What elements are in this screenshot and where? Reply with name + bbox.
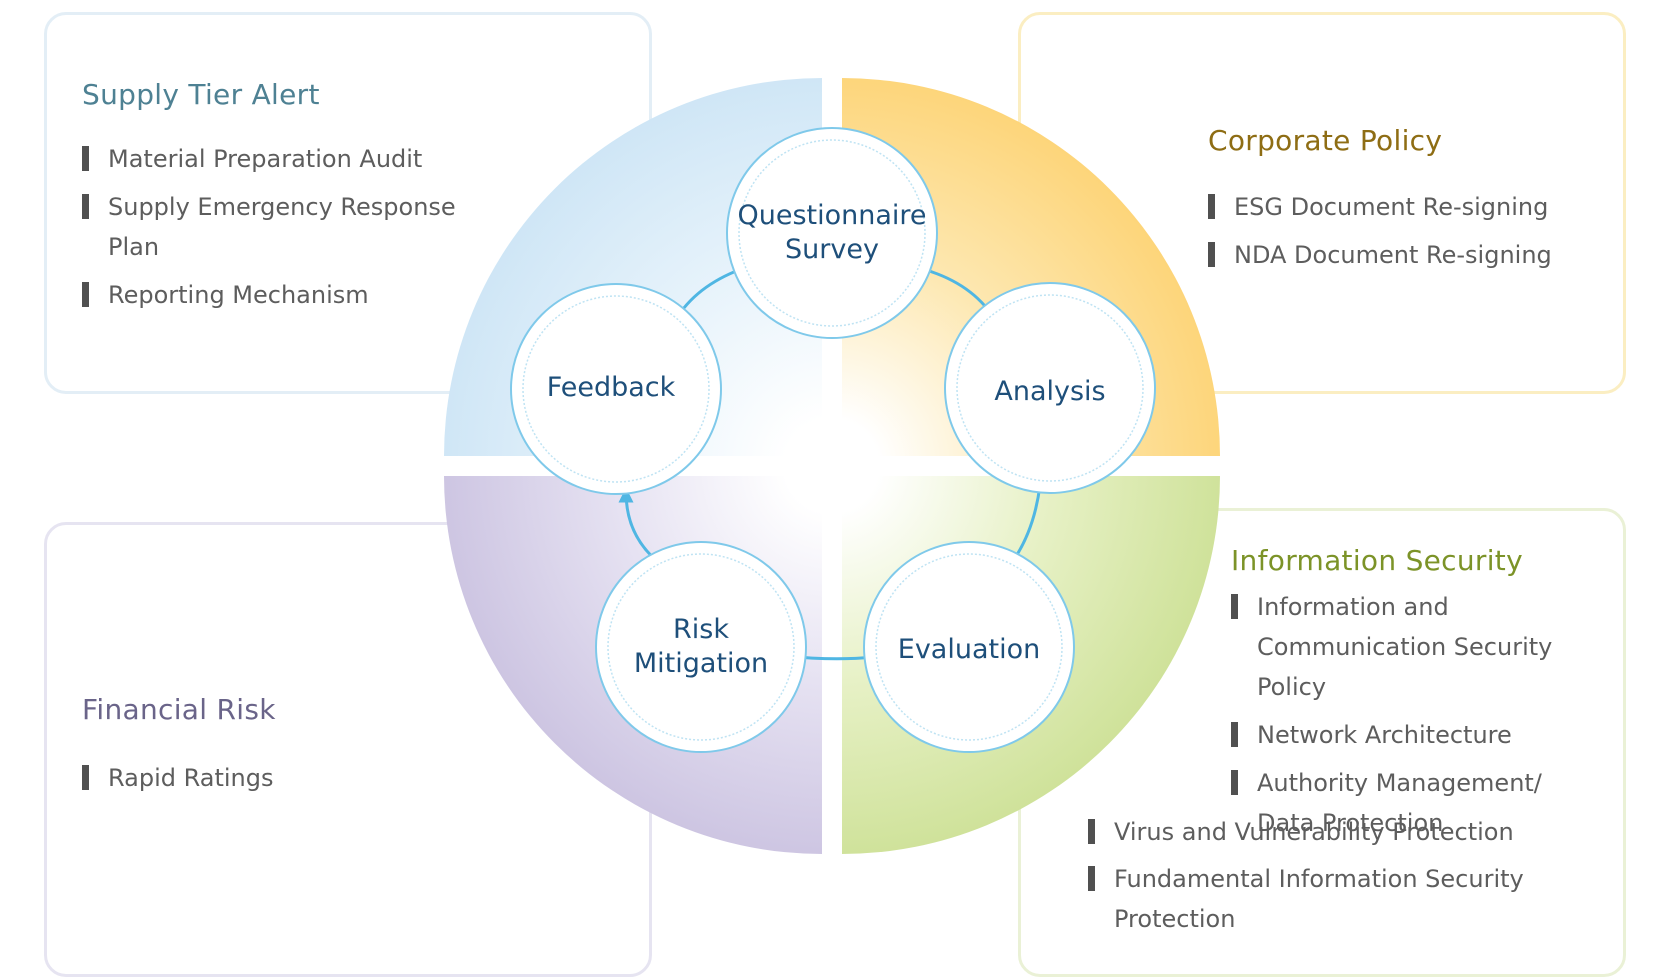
list-item: Authority Management/ Data Protection xyxy=(1231,763,1601,843)
node-questionnaire-survey xyxy=(726,127,938,339)
list-item: Rapid Ratings xyxy=(82,758,482,798)
list-item: NDA Document Re-signing xyxy=(1208,235,1608,275)
corporate-policy-title: Corporate Policy xyxy=(1208,124,1443,157)
supply-tier-alert-title: Supply Tier Alert xyxy=(82,78,320,111)
label-questionnaire-survey: Questionnaire Survey xyxy=(737,200,927,265)
node-feedback xyxy=(510,283,722,495)
list-item: Material Preparation Audit xyxy=(82,139,482,179)
supply-tier-alert-list: Material Preparation Audit Supply Emerge… xyxy=(82,139,482,315)
list-item: Network Architecture xyxy=(1231,715,1601,755)
corporate-policy-list: ESG Document Re-signing NDA Document Re-… xyxy=(1208,187,1608,275)
label-risk-mitigation: Risk Mitigation xyxy=(633,614,769,679)
label-feedback: Feedback xyxy=(546,372,676,403)
information-security-extra-list: Virus and Vulnerability Protection Funda… xyxy=(1088,812,1588,939)
information-security-extra-group: Virus and Vulnerability Protection Funda… xyxy=(1088,812,1588,946)
information-security-list: Information and Communication Security P… xyxy=(1231,587,1601,843)
list-item: Supply Emergency Response Plan xyxy=(82,187,482,267)
list-item: Reporting Mechanism xyxy=(82,275,482,315)
list-item: ESG Document Re-signing xyxy=(1208,187,1608,227)
financial-risk-group: Financial Risk Rapid Ratings xyxy=(82,693,482,806)
list-item: Fundamental Information Security Protect… xyxy=(1088,859,1588,939)
corporate-policy-group: Corporate Policy ESG Document Re-signing… xyxy=(1208,124,1608,283)
information-security-group: Information Security Information and Com… xyxy=(1231,544,1601,851)
node-risk-mitigation xyxy=(595,541,807,753)
financial-risk-list: Rapid Ratings xyxy=(82,758,482,798)
list-item: Information and Communication Security P… xyxy=(1231,587,1601,707)
financial-risk-title: Financial Risk xyxy=(82,693,276,726)
node-analysis xyxy=(944,282,1156,494)
node-evaluation xyxy=(863,541,1075,753)
list-item: Virus and Vulnerability Protection xyxy=(1088,812,1588,852)
supply-tier-alert-group: Supply Tier Alert Material Preparation A… xyxy=(82,78,482,323)
label-evaluation: Evaluation xyxy=(897,634,1041,665)
label-analysis: Analysis xyxy=(994,376,1106,407)
information-security-title: Information Security xyxy=(1231,544,1523,577)
